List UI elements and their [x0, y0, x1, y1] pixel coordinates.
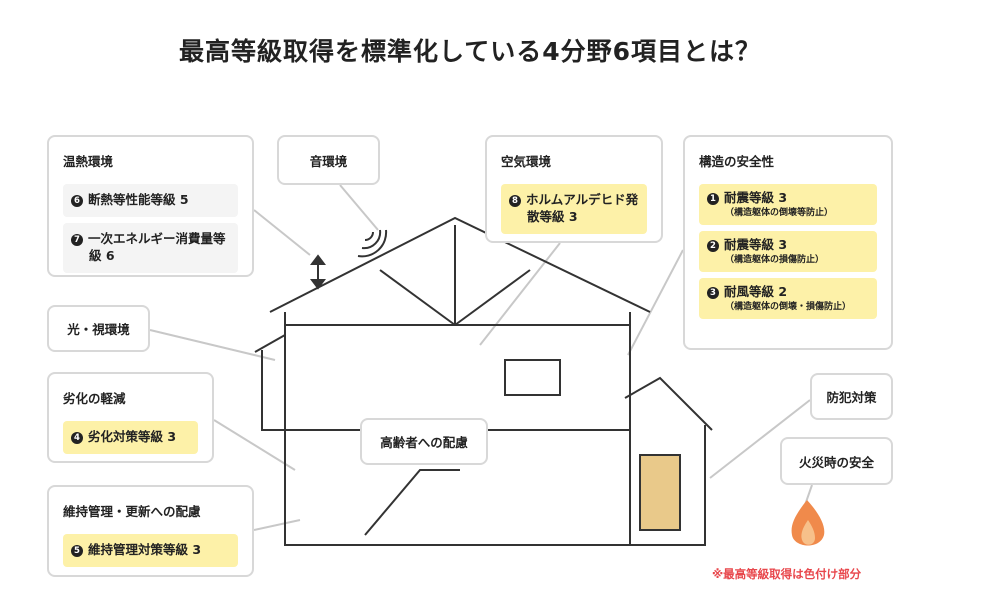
item-sublabel: （構造躯体の損傷防止）	[725, 254, 825, 265]
sound-icon	[357, 229, 388, 258]
item-label: 劣化対策等級 3	[88, 429, 177, 444]
item-label: ホルムアルデヒド発散等級 3	[526, 192, 639, 224]
highlight-note: ※最高等級取得は色付け部分	[712, 567, 862, 581]
number-badge: 6	[71, 195, 83, 207]
box-heading: 音環境	[309, 153, 348, 169]
box-heading: 光・視環境	[67, 322, 130, 337]
item-label: 耐風等級 2	[724, 284, 788, 300]
item-label: 断熱等性能等級 5	[88, 192, 189, 207]
number-badge: 3	[707, 287, 719, 300]
page-title: 最高等級取得を標準化している4分野6項目とは？	[178, 37, 762, 66]
number-badge: 7	[71, 233, 83, 246]
grade-item-4: 4 劣化対策等級 3	[63, 421, 198, 454]
number-badge: 5	[71, 545, 83, 557]
grade-item-6: 6 断熱等性能等級 5	[63, 184, 238, 217]
number-badge: 8	[509, 195, 521, 207]
number-badge: 2	[707, 240, 719, 253]
elderly-consideration-box: 高齢者への配慮	[360, 418, 488, 465]
box-heading: 構造の安全性	[699, 154, 775, 169]
grade-item-1: 1 耐震等級 3 （構造躯体の倒壊等防止）	[699, 184, 877, 226]
item-label: 一次エネルギー消費量等級 6	[88, 230, 226, 263]
crime-prevention-box: 防犯対策	[810, 373, 893, 420]
box-heading: 火災時の安全	[798, 454, 874, 470]
grade-item-8: 8 ホルムアルデヒド発散等級 3	[501, 184, 647, 234]
grade-item-3: 3 耐風等級 2（構造躯体の倒壊・損傷防止）	[699, 278, 877, 320]
item-sublabel: （構造躯体の倒壊等防止）	[725, 207, 834, 218]
box-heading: 防犯対策	[826, 390, 877, 405]
fire-safety-box: 火災時の安全	[780, 437, 893, 485]
box-heading: 温熱環境	[63, 154, 114, 169]
maintenance-box: 維持管理・更新への配慮 5 維持管理対策等級 3	[47, 485, 254, 577]
thermal-environment-box: 温熱環境 6 断熱等性能等級 5 7 一次エネルギー消費量等級 6	[47, 135, 254, 277]
box-heading: 高齢者への配慮	[380, 435, 468, 450]
box-heading: 空気環境	[501, 154, 552, 169]
item-label: 耐震等級 3	[724, 190, 788, 205]
fire-icon	[791, 500, 825, 546]
house-outline	[254, 216, 713, 546]
ventilation-arrow-icon	[310, 254, 326, 290]
grade-item-2: 2 耐震等級 3（構造躯体の損傷防止）	[699, 231, 877, 273]
item-label: 維持管理対策等級 3	[88, 542, 202, 557]
number-badge: 4	[71, 432, 83, 444]
item-sublabel: （構造躯体の倒壊・損傷防止）	[725, 301, 852, 312]
grade-item-5: 5 維持管理対策等級 3	[63, 534, 238, 567]
air-environment-box: 空気環境 8 ホルムアルデヒド発散等級 3	[485, 135, 663, 243]
box-heading: 劣化の軽減	[63, 391, 126, 406]
deterioration-box: 劣化の軽減 4 劣化対策等級 3	[47, 372, 214, 463]
grade-item-7: 7 一次エネルギー消費量等級 6	[63, 222, 238, 273]
connector-lines	[149, 184, 813, 531]
light-environment-box: 光・視環境	[47, 305, 150, 352]
number-badge: 1	[707, 193, 719, 205]
box-heading: 維持管理・更新への配慮	[63, 504, 201, 519]
sound-environment-box: 音環境	[277, 135, 380, 185]
item-label: 耐震等級 3	[724, 237, 788, 253]
